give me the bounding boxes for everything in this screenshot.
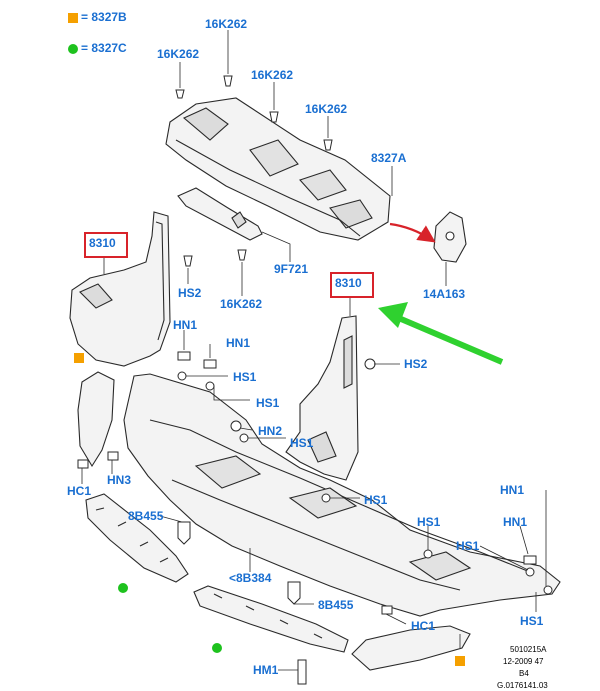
green-dot-icon <box>212 643 222 653</box>
part-label-hs1: HS1 <box>256 396 280 410</box>
part-label-hc1: HC1 <box>411 619 436 633</box>
part-label-8b455: 8B455 <box>128 509 164 523</box>
upper-shield-8327a <box>165 97 391 241</box>
reference-line: 5010215A <box>510 645 547 654</box>
part-label-hc1: HC1 <box>67 484 92 498</box>
leader-lines <box>81 30 547 671</box>
part-label-hs1: HS1 <box>364 493 388 507</box>
centre-strip-8327c <box>193 585 349 653</box>
part-label-8310-left: 8310 <box>89 236 116 250</box>
part-label-16k262: 16K262 <box>305 102 348 116</box>
left-deflector-8310 <box>69 211 171 367</box>
part-label-hs1: HS1 <box>456 539 480 553</box>
right-deflector-8310 <box>285 315 359 481</box>
part-label-8b384: <8B384 <box>229 571 272 585</box>
part-label-hs1: HS1 <box>417 515 441 529</box>
part-label-16k262: 16K262 <box>251 68 294 82</box>
part-label-hn1: HN1 <box>500 483 525 497</box>
fasteners <box>77 75 553 685</box>
part-label-16k262: 16K262 <box>220 297 263 311</box>
part-label-hn1: HN1 <box>173 318 198 332</box>
part-label-hs2: HS2 <box>178 286 202 300</box>
part-label-hs1: HS1 <box>290 436 314 450</box>
part-label-16k262: 16K262 <box>157 47 200 61</box>
right-panel-8327b <box>351 625 471 671</box>
part-label-8327a: 8327A <box>371 151 407 165</box>
orange-square-icon <box>455 656 465 666</box>
part-label-16k262: 16K262 <box>205 17 248 31</box>
clip-14a163 <box>433 211 467 263</box>
part-label-hm1: HM1 <box>253 663 279 677</box>
part-label-14a163: 14A163 <box>423 287 466 301</box>
part-label-hn1: HN1 <box>503 515 528 529</box>
part-label-hs2: HS2 <box>404 357 428 371</box>
part-label-hs1: HS1 <box>520 614 544 628</box>
part-label-hn1: HN1 <box>226 336 251 350</box>
part-label-hn3: HN3 <box>107 473 132 487</box>
part-label-8310-right: 8310 <box>335 276 362 290</box>
green-dot-icon <box>68 44 78 54</box>
orange-square-icon <box>68 13 78 23</box>
part-label-hs1: HS1 <box>233 370 257 384</box>
lower-shield-8b384 <box>123 373 561 617</box>
left-panel-8327b <box>77 371 115 468</box>
orange-square-icon <box>74 353 84 363</box>
legend-green-text: = 8327C <box>81 41 127 55</box>
reference-line: B4 <box>519 669 529 678</box>
legend-orange-text: = 8327B <box>81 10 127 24</box>
part-label-hn2: HN2 <box>258 424 283 438</box>
green-arrow <box>378 302 504 365</box>
part-label-8b455: 8B455 <box>318 598 354 612</box>
left-strip-8327c <box>85 493 189 583</box>
highlight-box-left <box>84 232 128 258</box>
green-dot-icon <box>118 583 128 593</box>
highlight-box-right <box>330 272 374 298</box>
part-label-9f721: 9F721 <box>274 262 309 276</box>
reference-line: G.0176141.03 <box>497 681 548 690</box>
bracket-9f721 <box>177 187 263 241</box>
reference-line: 12-2009 47 <box>503 657 544 666</box>
